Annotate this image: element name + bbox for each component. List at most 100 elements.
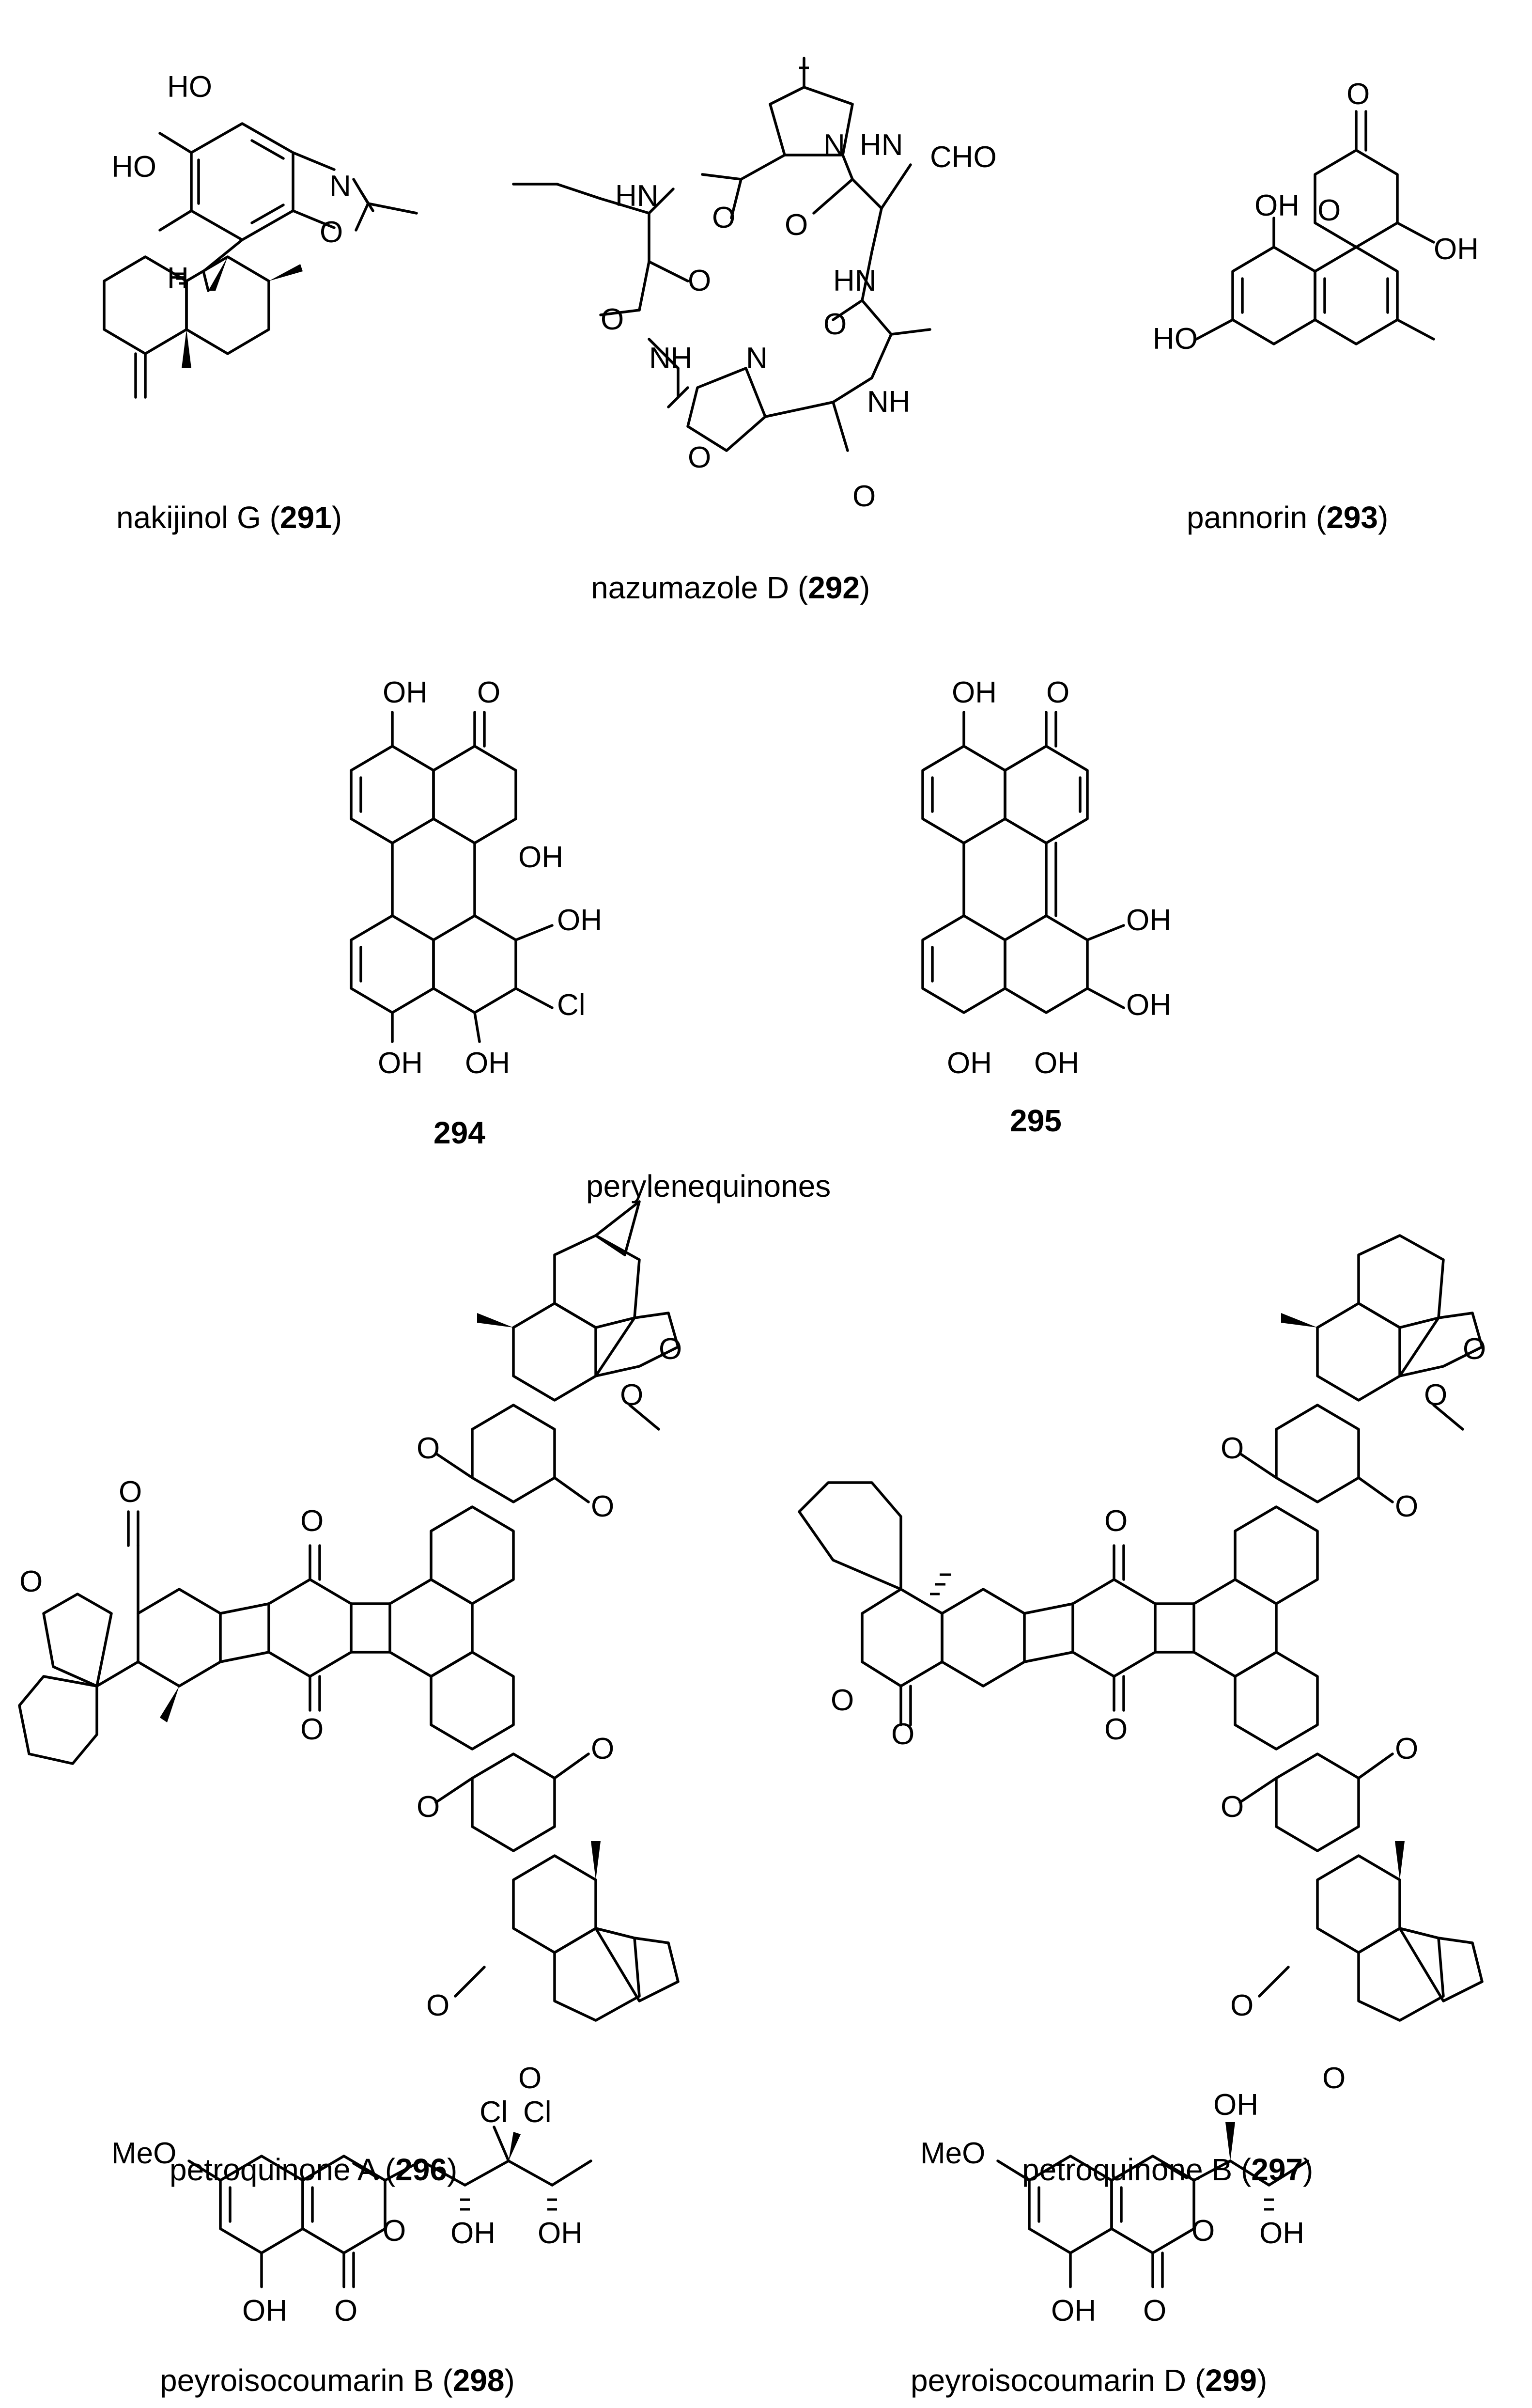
caption-291: nakijinol G (291) — [116, 500, 342, 535]
atom-o: O — [477, 676, 500, 709]
atom-oh: OH — [1126, 904, 1171, 937]
caption-294: 294 — [433, 1115, 485, 1150]
atom-o: O — [620, 1378, 643, 1412]
structure-295: OH O OH OH OH OH — [921, 676, 1171, 1080]
caption-293: pannorin (293) — [1187, 500, 1388, 535]
atom-hn: HN — [860, 128, 903, 162]
atom-o: O — [1104, 1713, 1128, 1746]
atom-o: O — [891, 1718, 914, 1751]
atom-oh: OH — [557, 904, 602, 937]
atom-o: O — [1395, 1490, 1418, 1523]
atom-o: O — [19, 1565, 43, 1598]
atom-cl: Cl — [523, 2095, 552, 2129]
caption-292: nazumazole D (292) — [591, 570, 870, 605]
atom-h: H — [167, 262, 189, 295]
atom-o: O — [1463, 1332, 1486, 1366]
atom-nh: NH — [867, 385, 911, 419]
atom-o: O — [1143, 2294, 1166, 2328]
atom-n: N — [746, 342, 768, 375]
atom-oh: OH — [383, 676, 428, 709]
atom-o: O — [1230, 1989, 1253, 2022]
atom-oh: OH — [465, 1047, 510, 1080]
structure-296: O O O O O O O O O O O O — [18, 1200, 682, 2095]
compound-number: 298 — [453, 2363, 505, 2398]
atom-ho: HO — [1153, 322, 1198, 356]
structure-299: MeO O OH O OH OH — [920, 2088, 1309, 2328]
atom-hn: HN — [615, 179, 659, 213]
atom-o: O — [426, 1989, 449, 2022]
atom-oh: OH — [952, 676, 997, 709]
compound-name: pannorin — [1187, 500, 1307, 535]
atom-o: O — [1317, 194, 1341, 227]
atom-oh: OH — [947, 1047, 992, 1080]
atom-o: O — [852, 480, 876, 513]
structure-292: HN O N HN CHO O HN O O NH O NH N O O — [512, 57, 997, 513]
atom-o: O — [334, 2294, 357, 2328]
atom-oh: OH — [1126, 988, 1171, 1022]
atom-hn: HN — [833, 264, 877, 297]
atom-o: O — [1221, 1432, 1244, 1465]
atom-meo: MeO — [111, 2137, 176, 2170]
atom-oh: OH — [1213, 2088, 1258, 2122]
atom-o: O — [823, 308, 847, 341]
atom-o: O — [591, 1732, 614, 1766]
compound-number: 292 — [808, 570, 860, 605]
atom-o: O — [1221, 1790, 1244, 1824]
atom-oh: OH — [378, 1047, 423, 1080]
atom-ho: HO — [167, 70, 212, 104]
atom-o: O — [300, 1713, 324, 1746]
atom-o: O — [601, 303, 624, 336]
atom-o: O — [831, 1684, 854, 1717]
atom-meo: MeO — [920, 2137, 985, 2170]
atom-o: O — [688, 264, 711, 297]
atom-oh: OH — [518, 841, 563, 874]
atom-nh: NH — [649, 342, 693, 375]
atom-ho: HO — [111, 150, 156, 184]
atom-o: O — [688, 441, 711, 474]
atom-oh: OH — [242, 2294, 287, 2328]
atom-oh: OH — [538, 2217, 583, 2250]
structure-294: OH O OH OH Cl OH OH — [350, 676, 602, 1080]
atom-o: O — [591, 1490, 614, 1523]
atom-o: O — [1104, 1504, 1128, 1538]
caption-296: petroquinone A (296) — [170, 2152, 457, 2187]
compound-number: 291 — [280, 500, 332, 535]
atom-o: O — [1192, 2214, 1215, 2248]
atom-cl: Cl — [480, 2095, 508, 2129]
compound-number: 293 — [1326, 500, 1378, 535]
structure-298: MeO O OH O OH OH Cl Cl — [111, 2095, 592, 2328]
structure-297: O O O O O O O O O O O O — [798, 1234, 1486, 2095]
atom-oh: OH — [1434, 233, 1479, 266]
compound-number: 299 — [1205, 2363, 1257, 2398]
atom-o: O — [1395, 1732, 1418, 1766]
atom-o: O — [1046, 676, 1069, 709]
compound-name: peyroisocoumarin D — [911, 2363, 1186, 2398]
atom-o: O — [300, 1504, 324, 1538]
atom-o: O — [383, 2214, 406, 2248]
structure-293: O OH O OH HO — [1153, 78, 1479, 356]
atom-n: N — [329, 170, 351, 203]
atom-o: O — [785, 208, 808, 242]
atom-o: O — [659, 1332, 682, 1366]
atom-o: O — [1424, 1378, 1447, 1412]
atom-oh: OH — [450, 2217, 495, 2250]
atom-n: N — [823, 128, 845, 162]
atom-cl: Cl — [557, 988, 586, 1022]
group-label: perylenequinones — [586, 1169, 831, 1204]
compound-name: peyroisocoumarin B — [160, 2363, 434, 2398]
atom-oh: OH — [1051, 2294, 1096, 2328]
compound-name: nazumazole D — [591, 570, 789, 605]
atom-o: O — [417, 1790, 440, 1824]
atom-o: O — [1322, 2062, 1346, 2095]
structure-291: HO HO N O H — [103, 70, 418, 399]
atom-oh: OH — [1034, 1047, 1079, 1080]
compound-name: nakijinol G — [116, 500, 261, 535]
atom-o: O — [417, 1432, 440, 1465]
caption-298: peyroisocoumarin B (298) — [160, 2363, 515, 2398]
atom-o: O — [712, 201, 735, 235]
atom-o: O — [119, 1475, 142, 1509]
atom-cho: CHO — [930, 141, 997, 174]
atom-oh: OH — [1254, 189, 1300, 222]
atom-o: O — [1346, 78, 1370, 111]
